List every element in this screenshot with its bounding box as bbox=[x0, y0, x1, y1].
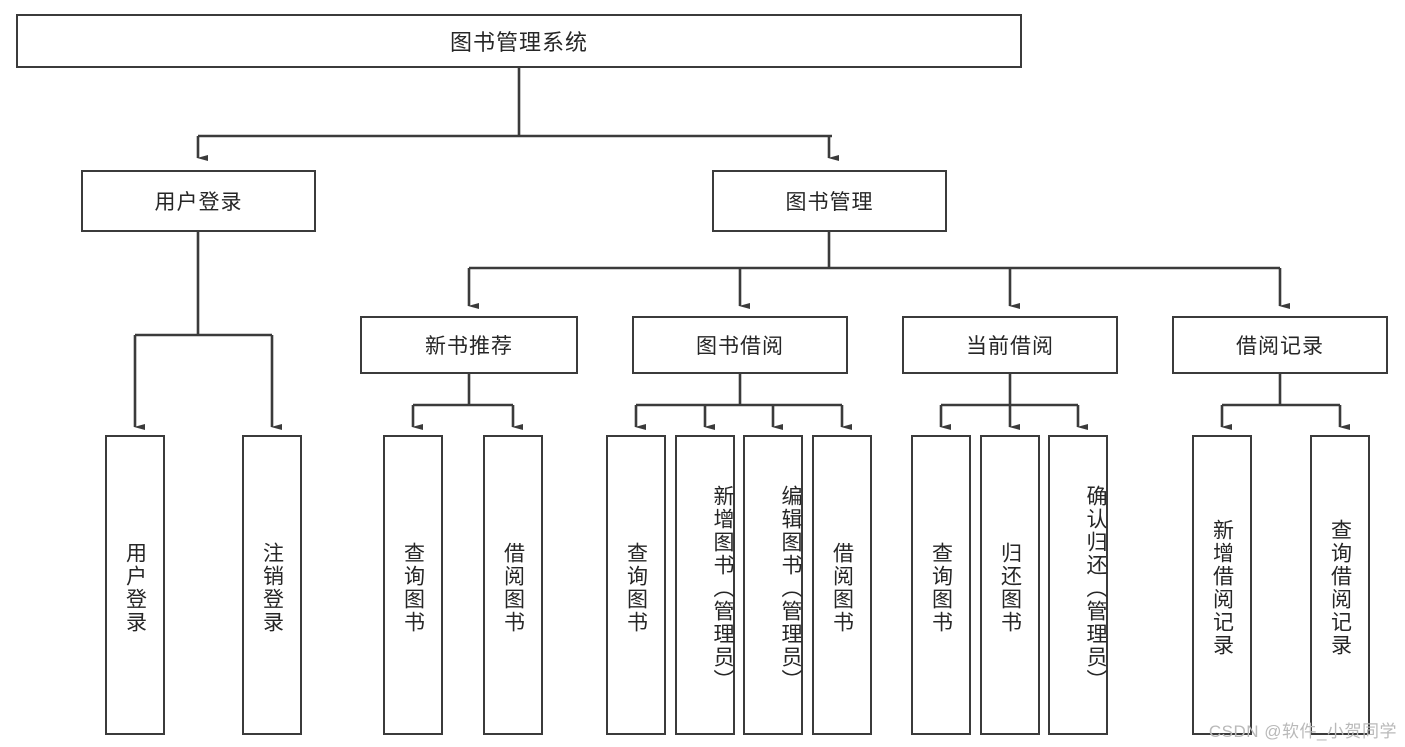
node-label: 查询图书 bbox=[624, 542, 648, 634]
leaf-current-borrow-query-book[interactable]: 查询图书 bbox=[911, 435, 971, 735]
node-label: 新增图书（管理员） bbox=[711, 484, 734, 692]
node-label: 用户登录 bbox=[123, 542, 147, 634]
node-label: 新增借阅记录 bbox=[1210, 519, 1234, 657]
node-label: 借阅记录 bbox=[1236, 335, 1324, 358]
node-label: 当前借阅 bbox=[966, 335, 1054, 358]
leaf-new-book-query-book[interactable]: 查询图书 bbox=[383, 435, 443, 735]
leaf-current-borrow-confirm-return-admin[interactable]: 确认归还（管理员） bbox=[1048, 435, 1108, 735]
node-user-login[interactable]: 用户登录 bbox=[81, 170, 316, 232]
leaf-new-book-borrow-book[interactable]: 借阅图书 bbox=[483, 435, 543, 735]
leaf-book-borrow-borrow-book[interactable]: 借阅图书 bbox=[812, 435, 872, 735]
node-borrow-records[interactable]: 借阅记录 bbox=[1172, 316, 1388, 374]
node-current-borrow[interactable]: 当前借阅 bbox=[902, 316, 1118, 374]
node-book-management[interactable]: 图书管理 bbox=[712, 170, 947, 232]
node-label: 注销登录 bbox=[260, 542, 284, 634]
leaf-user-login-login[interactable]: 用户登录 bbox=[105, 435, 165, 735]
node-label: 查询图书 bbox=[929, 542, 953, 634]
node-new-book-recommend[interactable]: 新书推荐 bbox=[360, 316, 578, 374]
node-label: 归还图书 bbox=[998, 542, 1022, 634]
node-label: 用户登录 bbox=[154, 191, 243, 214]
leaf-borrow-records-query-record[interactable]: 查询借阅记录 bbox=[1310, 435, 1370, 735]
leaf-current-borrow-return-book[interactable]: 归还图书 bbox=[980, 435, 1040, 735]
watermark: CSDN @软件_小贺同学 bbox=[1208, 722, 1397, 741]
node-label: 新书推荐 bbox=[425, 335, 513, 358]
node-label: 图书管理系统 bbox=[449, 30, 588, 55]
leaf-user-login-logout[interactable]: 注销登录 bbox=[242, 435, 302, 735]
node-label: 查询借阅记录 bbox=[1328, 519, 1352, 657]
node-label: 图书管理 bbox=[785, 191, 874, 214]
node-label: 确认归还（管理员） bbox=[1084, 484, 1107, 692]
leaf-book-borrow-query-book[interactable]: 查询图书 bbox=[606, 435, 666, 735]
node-label: 编辑图书（管理员） bbox=[779, 484, 802, 692]
leaf-book-borrow-edit-book-admin[interactable]: 编辑图书（管理员） bbox=[743, 435, 803, 735]
node-root-book-management-system[interactable]: 图书管理系统 bbox=[16, 14, 1022, 68]
leaf-borrow-records-add-record[interactable]: 新增借阅记录 bbox=[1192, 435, 1252, 735]
node-label: 借阅图书 bbox=[830, 542, 854, 634]
node-label: 查询图书 bbox=[401, 542, 425, 634]
node-book-borrow[interactable]: 图书借阅 bbox=[632, 316, 848, 374]
node-label: 图书借阅 bbox=[696, 335, 784, 358]
node-label: 借阅图书 bbox=[501, 542, 525, 634]
leaf-book-borrow-add-book-admin[interactable]: 新增图书（管理员） bbox=[675, 435, 735, 735]
